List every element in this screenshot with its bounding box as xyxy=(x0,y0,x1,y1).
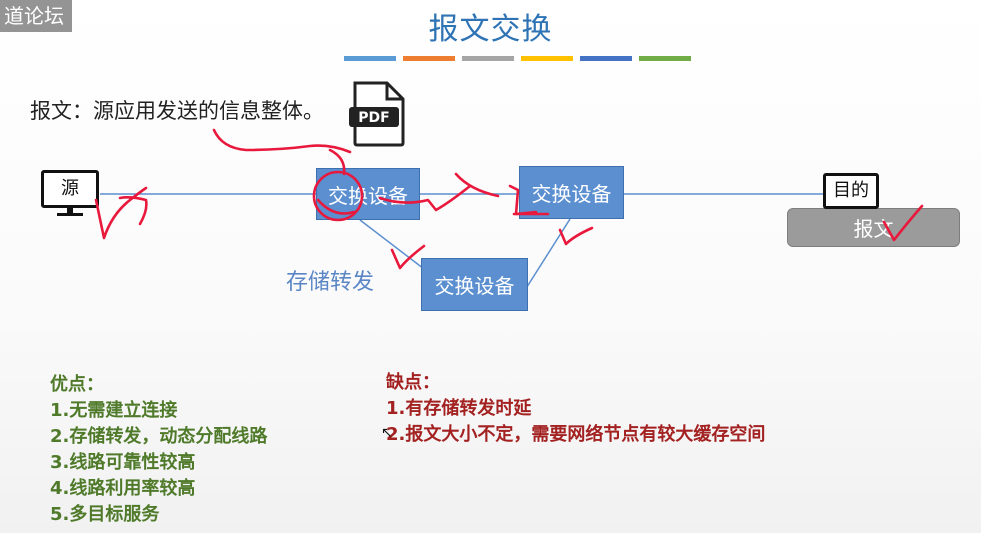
disadvantage-item: 1.有存储转发时延 xyxy=(386,398,532,419)
color-bar xyxy=(403,56,455,61)
message-definition: 报文：源应用发送的信息整体。 xyxy=(30,99,324,123)
ink-check xyxy=(94,186,148,240)
switch-device-3-label: 交换设备 xyxy=(434,274,515,298)
advantage-item: 3.线路可靠性较高 xyxy=(50,452,196,473)
advantage-item: 5.多目标服务 xyxy=(50,504,160,525)
link-switch1-switch3 xyxy=(359,219,429,273)
ink-check xyxy=(390,244,426,270)
ink-check xyxy=(558,226,594,246)
ink-stroke xyxy=(508,184,538,216)
ink-stroke xyxy=(118,196,148,226)
advantages-heading: 优点： xyxy=(50,374,104,395)
ink-check xyxy=(882,204,924,242)
color-bar xyxy=(462,56,514,61)
destination-label: 目的 xyxy=(833,180,869,201)
ink-circle xyxy=(312,170,364,222)
ink-stroke xyxy=(212,128,352,154)
ink-stroke xyxy=(328,148,346,176)
mouse-cursor-icon: ↖ xyxy=(381,425,393,441)
switch-device-2: 交换设备 xyxy=(519,166,624,219)
link-switch3-switch2 xyxy=(524,218,571,291)
color-bar xyxy=(580,56,632,61)
message-box: 报文 xyxy=(787,208,960,247)
pdf-file-icon: PDF xyxy=(349,81,405,147)
switch-device-2-label: 交换设备 xyxy=(531,182,612,206)
switch-device-3: 交换设备 xyxy=(421,258,528,311)
color-bar xyxy=(344,56,396,61)
monitor-base xyxy=(57,213,83,216)
disadvantages-list: 缺点： 1.有存储转发时延 2.报文大小不定，需要网络节点有较大缓存空间 xyxy=(386,370,765,448)
advantage-item: 1.无需建立连接 xyxy=(50,400,178,421)
disadvantage-item: 2.报文大小不定，需要网络节点有较大缓存空间 xyxy=(386,424,766,445)
ink-stroke xyxy=(316,198,356,215)
source-monitor-screen: 源 xyxy=(41,170,99,208)
destination-monitor-screen: 目的 xyxy=(823,173,879,209)
store-and-forward-label: 存储转发 xyxy=(286,270,375,295)
source-label: 源 xyxy=(61,178,79,199)
advantage-item: 2.存储转发，动态分配线路 xyxy=(50,426,268,447)
watermark: 道论坛 xyxy=(0,0,72,32)
monitor-stand xyxy=(67,208,73,214)
pdf-label: PDF xyxy=(358,110,389,126)
switch-device-1-label: 交换设备 xyxy=(328,183,408,208)
ink-stroke xyxy=(454,172,500,198)
disadvantages-heading: 缺点： xyxy=(386,372,440,393)
color-bar xyxy=(639,56,691,61)
advantage-item: 4.线路利用率较高 xyxy=(50,478,196,499)
ink-stroke xyxy=(378,184,472,212)
advantages-list: 优点： 1.无需建立连接 2.存储转发，动态分配线路 3.线路可靠性较高 4.线… xyxy=(50,372,267,528)
color-bar xyxy=(521,56,573,61)
slide-title: 报文交换 xyxy=(428,12,553,47)
